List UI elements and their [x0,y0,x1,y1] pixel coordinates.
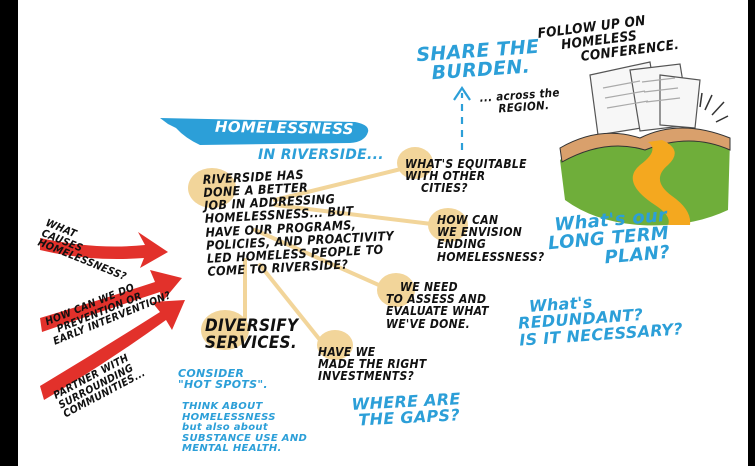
mountain-ridge [559,127,731,163]
consider-note: CONSIDER "HOT SPOTS". [178,367,268,392]
red-arrow-1 [40,232,168,268]
think-about-note: THINK about HOMELESSNESS but also about … [182,401,308,454]
homelessness-banner-shape [160,118,369,145]
tan-blobs [188,147,468,360]
dashed-arrow [453,86,471,150]
redundant-note: What's REDUNDANT? Is it NECESSARY? [517,292,684,350]
sun-rays [699,92,729,123]
blob-investments [317,330,353,360]
connector-investments [258,263,322,342]
connector-assess [253,228,392,292]
equitable-question: WHAT'S EQUITABLE WITH OTHER CITIES? [405,157,527,196]
blob-equitable [397,147,433,179]
diversify-services: DIVERSIFY SERVICES. [205,316,299,354]
riverside-main-text: RIVERSIDE has done a BETTER JOB in ADDRE… [202,166,395,279]
red-arrows [40,232,185,400]
documents-illustration [589,61,701,136]
red-arrow-3 [40,300,185,400]
blob-envision [428,208,468,242]
envision-question: HOW CAN WE ENVISION ENDING HOMELESSNESS? [437,213,545,264]
blob-riverside [188,168,236,208]
connector-envision [273,203,442,227]
share-burden-note: SHARE the BURDEN. [415,35,540,85]
connector-equitable [273,166,407,202]
homelessness-banner-label: HOMELESSNESS [214,117,354,139]
connector-lines [243,166,442,342]
assess-note: WE NEED TO ASSESS and EVALUATE WHAT WE'V… [386,280,489,331]
in-riverside-label: in RIVERSIDE... [258,147,384,163]
red-arrow-2 [40,270,182,332]
investments-question: HAVE WE MADE THE RIGHT INVESTMENTS? [318,345,427,384]
blob-diversify [201,310,249,350]
yellow-road [632,140,691,225]
where-gaps-note: WHERE are the GAPS? [351,389,462,430]
long-term-plan-note: What's our LONG TERM PLAN? [547,204,671,269]
blob-assess [377,273,415,307]
